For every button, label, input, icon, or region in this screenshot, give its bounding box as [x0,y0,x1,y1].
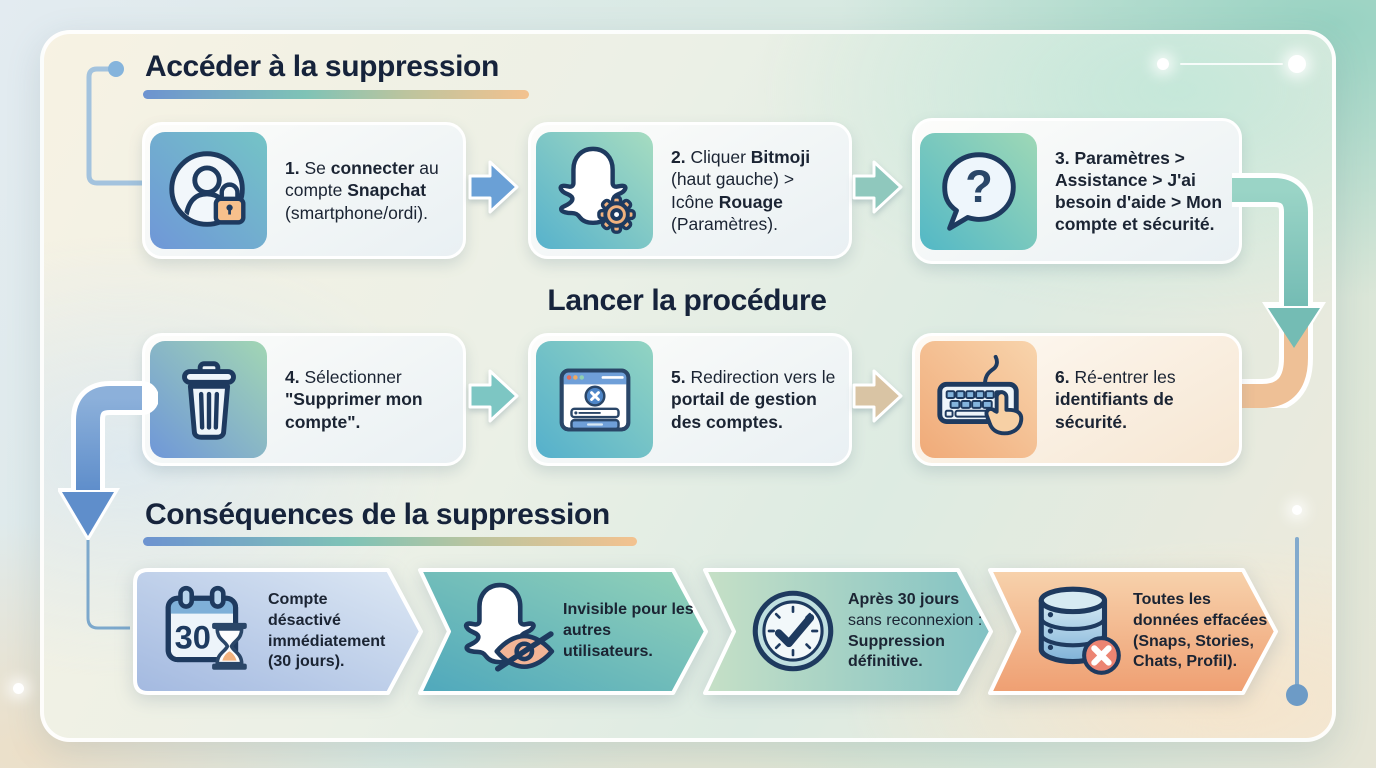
calendar-30-hourglass-icon: 30 [156,580,258,682]
sparkle-dot [1288,55,1306,73]
step-card-1: 1. Se connecter au compte Snapchat (smar… [142,122,466,259]
ghost-hidden-eye-icon [457,580,559,682]
trash-icon [150,341,267,458]
clock-check-icon [742,580,844,682]
decor-vertical-line [1295,537,1299,689]
consequence-card-4: Toutes les données effacées (Snaps, Stor… [983,563,1283,700]
sparkle-dot [1292,505,1302,515]
section-title-procedure: Lancer la procédure [547,284,827,317]
svg-text:?: ? [965,161,993,212]
consequence-text-1: Compte désactivé immédiatement (30 jours… [268,590,386,671]
curve-left-down-arrow [58,381,158,630]
step-card-5: 5. Redirection vers le portail de gestio… [528,333,852,466]
step-text-3: 3. Paramètres > Assistance > J'ai besoin… [1055,147,1223,235]
consequence-text-3: Après 30 jours sans reconnexion : Suppre… [848,590,983,671]
section-title-consequences: Conséquences de la suppression [145,498,610,531]
consequence-card-1: 30 Compte désactivé immédiatement (30 jo… [128,563,428,700]
consequence-card-2: Invisible pour les autres utilisateurs. [413,563,713,700]
step-card-2: 2. Cliquer Bitmoji (haut gauche) > Icône… [528,122,852,259]
step-text-2: 2. Cliquer Bitmoji (haut gauche) > Icône… [671,147,811,234]
decor-end-dot [1286,684,1308,706]
sparkle-dot [1157,58,1169,70]
curve-down-arrow [1232,173,1326,408]
step-card-4: 4. Sélectionner "Supprimer mon compte". [142,333,466,466]
section-title-access: Accéder à la suppression [145,50,499,83]
help-bubble-icon: ? [920,132,1037,250]
arrow-right-icon [852,160,903,214]
database-delete-icon [1027,580,1129,682]
browser-portal-icon [536,341,653,458]
arrow-right-icon [852,369,903,423]
ghost-gear-icon [536,132,653,249]
consequence-text-4: Toutes les données effacées (Snaps, Stor… [1133,590,1268,671]
arrow-right-icon [468,369,519,423]
step-card-3: ? 3. Paramètres > Assistance > J'ai beso… [912,118,1242,264]
consequence-text-2: Invisible pour les autres utilisateurs. [563,601,694,660]
sparkle-dot [13,683,24,694]
step-card-6: 6. Ré-entrer les identifiants de sécurit… [912,333,1242,466]
keyboard-hand-icon [920,341,1037,458]
arrow-right-icon [468,160,519,214]
section-underline [143,90,529,99]
user-lock-icon [150,132,267,249]
section-underline [143,537,637,546]
step-text-6: 6. Ré-entrer les identifiants de sécurit… [1055,367,1176,432]
step-text-4: 4. Sélectionner "Supprimer mon compte". [285,367,423,432]
decor-line [1180,63,1283,65]
step-text-5: 5. Redirection vers le portail de gestio… [671,367,836,432]
title-connector-line [86,61,146,186]
step-text-1: 1. Se connecter au compte Snapchat (smar… [285,158,439,223]
consequence-card-3: Après 30 jours sans reconnexion : Suppre… [698,563,998,700]
svg-text:30: 30 [175,618,211,655]
